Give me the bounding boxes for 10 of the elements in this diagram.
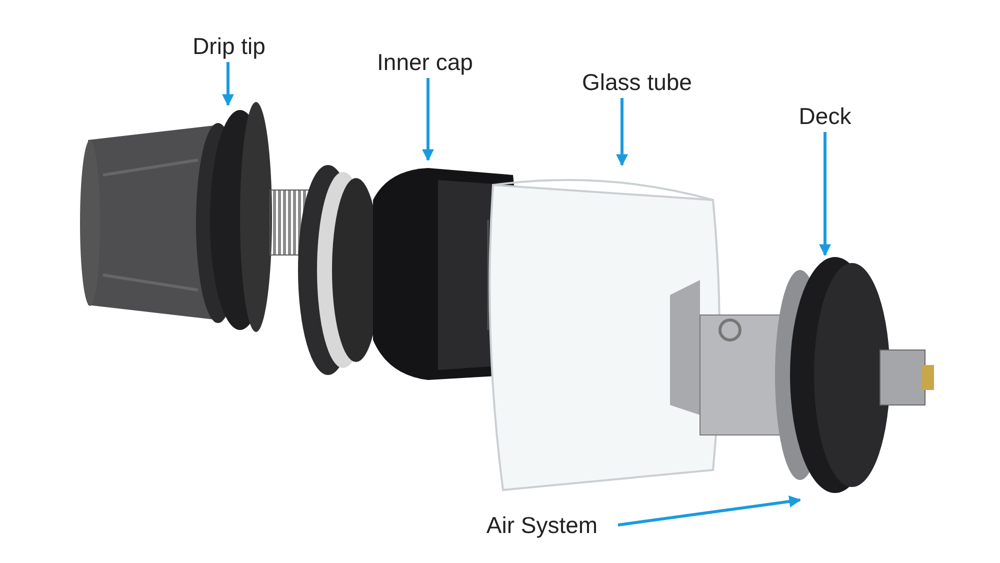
part-label: Drip tip [192,32,266,60]
leader-arrow [422,78,434,162]
leader-arrow [618,496,802,526]
leader-arrow [222,62,234,106]
part-label: Inner cap [376,48,474,76]
part-label: Glass tube [581,68,693,96]
leader-arrow [819,132,831,256]
part-label: Deck [798,102,852,130]
leader-arrow [616,98,628,166]
part-label: Air System [485,511,599,539]
